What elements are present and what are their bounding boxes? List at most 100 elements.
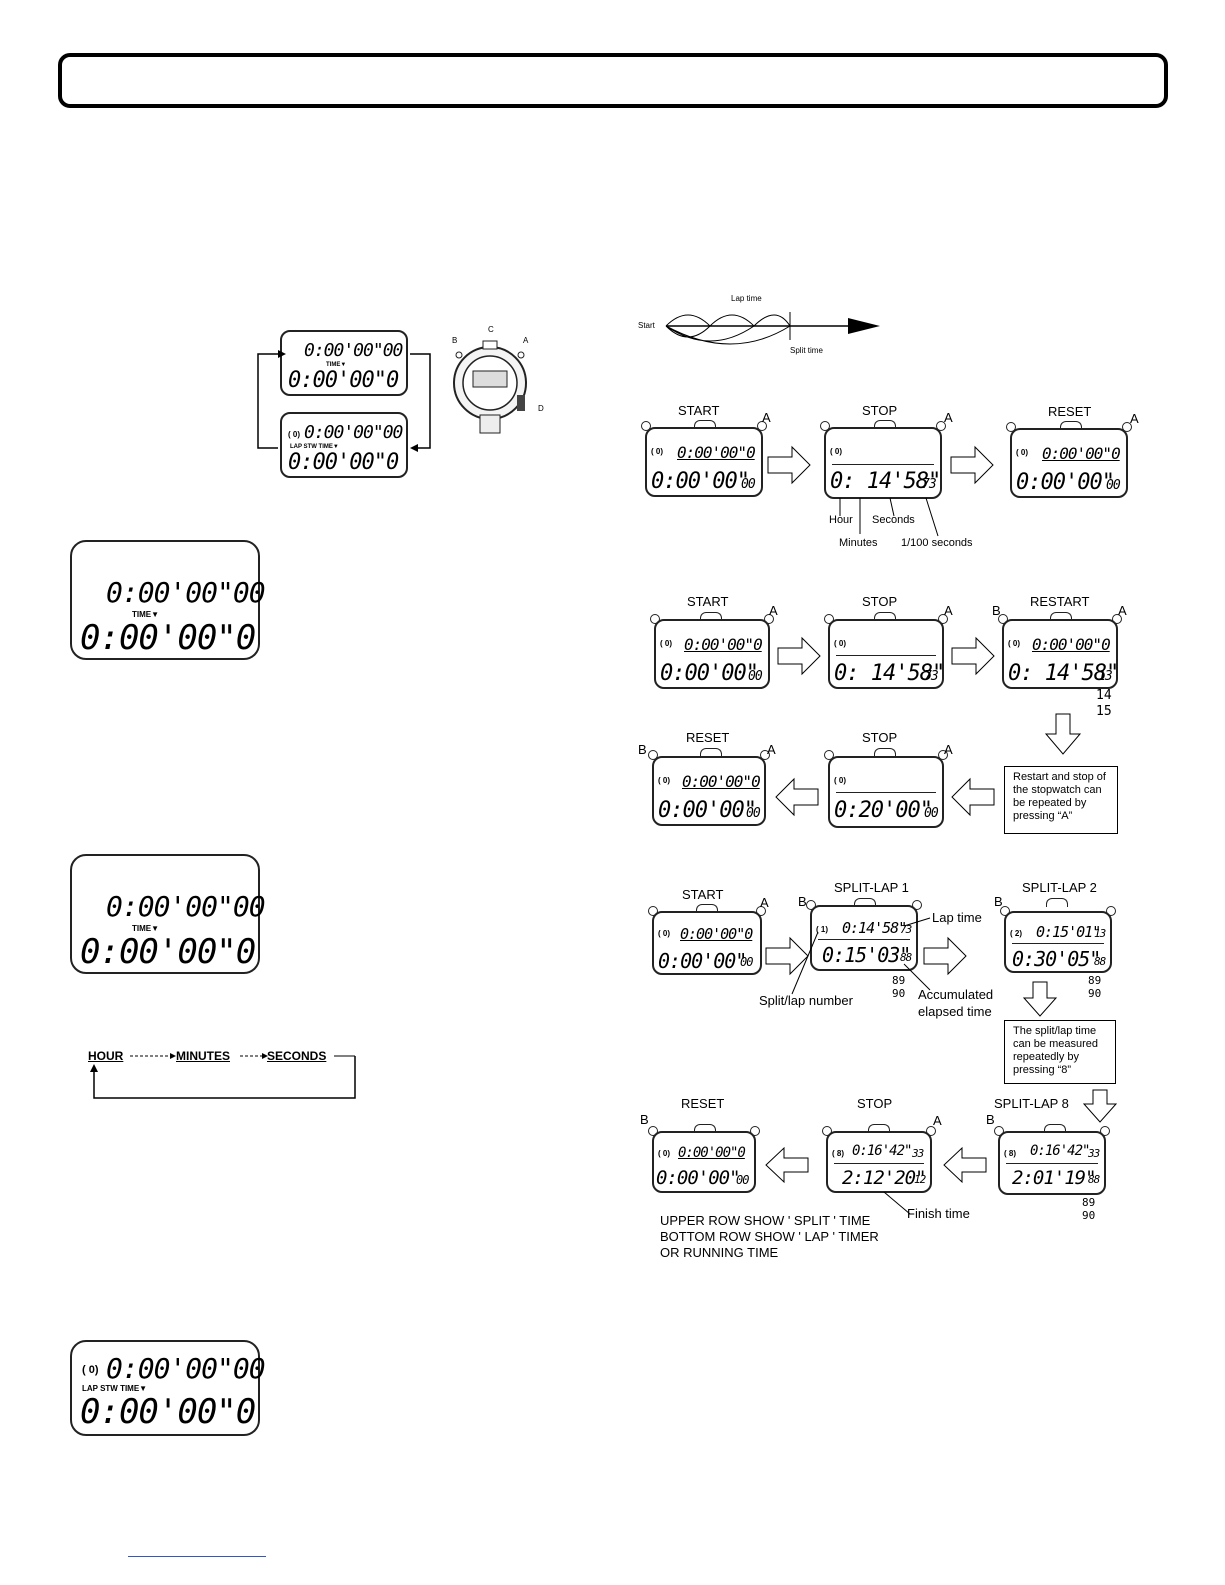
row4-split2-btn-b: B [994,894,1003,909]
lcd-bottom-small: 00 [740,955,753,969]
stop-button-icon [874,420,896,429]
mode-lcd-stw: ( 0) 0:00'00"00 LAP STW TIME▼ 0:00'00"0 [280,412,408,478]
lcd-bottom-reading: 0:00'00"0 [80,618,256,658]
lcd-marker: LAP STW TIME▼ [82,1384,148,1393]
annotation-pointer [883,1191,911,1215]
knob-icon [1122,422,1132,432]
annot-hour: Hour [829,514,853,526]
row1-start-label: START [678,403,720,418]
row3-reset-btn-b: B [638,742,647,757]
knob-icon [764,614,774,624]
row5-reset-lcd: ( 0) 0:00'00"0 0:00'00" 00 [652,1131,756,1193]
lcd-bottom-reading: 0:00'00"0 [288,450,399,475]
lcd-top-reading: 0:00'00"0 [1032,635,1111,654]
lcd-bottom-small: 88 [1094,955,1106,968]
lcd-lap-number: ( 0) [1008,639,1020,648]
lcd-top-small: 33 [1088,1147,1100,1160]
watch-label-d: D [538,404,544,413]
lcd-lap-number: ( 8) [832,1149,844,1158]
lcd-lap-number: ( 1) [816,925,828,934]
stop-button-icon [874,748,896,757]
stop-button-icon [868,1124,890,1133]
knob-icon [1106,906,1116,916]
lcd-divider [1012,943,1104,944]
row2-restart-label: RESTART [1030,594,1090,609]
lcd-bottom-reading: 0:00'00" [658,949,747,973]
lcd-lap-number: ( 0) [1016,448,1028,457]
lcd-bottom-reading: 0:00'00" [656,1167,741,1189]
lcd-top-reading: 0:00'00"0 [680,925,753,943]
row4-start-btn-label: A [760,895,769,910]
row5-reset-label: RESET [681,1096,725,1111]
row4-start-label: START [682,887,724,902]
knob-icon [756,906,766,916]
row2-restart-btn-label: A [1118,603,1127,618]
row5-split8-label: SPLIT-LAP 8 [994,1096,1069,1111]
knob-icon [938,614,948,624]
row5-split8-lcd: ( 8) 0:16'42" 33 2:01'19" 88 [998,1131,1106,1195]
row5-split8-btn-b: B [986,1112,995,1127]
set-hour-label: HOUR [88,1049,124,1063]
row2-start-btn-label: A [769,603,778,618]
lcd-top-reading: 0:16'42" [852,1143,912,1159]
reset-button-icon [694,1124,716,1133]
lcd-bottom-small: 00 [736,1173,749,1187]
lcd-bottom-small: 00 [748,669,763,684]
lcd-bottom-reading: 2:12'20" [842,1167,927,1189]
lcd-bottom-small: 73 [924,669,939,684]
lcd-lap-number: ( 0) [658,929,670,938]
ticker-digit: 14 [1096,688,1112,703]
annot-minutes: Minutes [839,537,878,549]
restart-button-icon [1050,612,1072,621]
lcd-marker: TIME▼ [132,610,160,619]
lcd-bottom-reading: 0:30'05" [1012,947,1101,971]
lcd-bottom-small: 00 [1106,478,1121,493]
footer-link-underline[interactable] [128,1556,266,1557]
lcd-top-reading: 0:00'00"0 [1042,444,1121,463]
lcd-lap-number: ( 0) [660,639,672,648]
split-button-icon [854,898,876,907]
lcd-marker: TIME▼ [326,362,347,368]
stopwatch-icon [453,340,527,434]
ticker-digit: 89 [1082,1196,1096,1209]
row5-stop-btn-label: A [933,1113,942,1128]
lcd-divider [834,1163,924,1164]
lcd-lap-number: ( 2) [1010,929,1022,938]
reset-button-icon [700,748,722,757]
lcd-lap-number: ( 0) [830,447,842,456]
knob-icon [1100,1126,1110,1136]
lcd-bottom-small: 88 [1088,1173,1100,1186]
caption-line: UPPER ROW SHOW ' SPLIT ' TIME [660,1213,871,1228]
ticker-digit: 90 [892,987,906,1000]
row2-stop-btn-label: A [944,603,953,618]
lcd-top-small: 33 [912,1147,924,1160]
knob-icon [760,750,770,760]
caption-line: BOTTOM ROW SHOW ' LAP ' TIMER [660,1229,879,1244]
row3-stop-lcd: ( 0) 0:20'00" 00 [828,756,944,828]
row3-stop-label: STOP [862,730,898,745]
row5-reset-btn-b: B [640,1112,649,1127]
lcd-divider [1006,1163,1098,1164]
annot-hundredths: 1/100 seconds [901,537,973,549]
stop-button-icon [874,612,896,621]
lcd-top-reading: 0:00'00"00 [106,1352,266,1385]
annot-lap-time: Lap time [932,910,982,925]
large-lcd-time-1: 0:00'00"00 TIME▼ 0:00'00"0 [70,540,266,660]
lcd-bottom-reading: 0: 14'58" [1008,661,1119,686]
lcd-bottom-reading: 0:00'00"0 [80,1392,256,1432]
title-box [58,53,1168,108]
lcd-top-small: 73 [900,923,912,936]
lcd-marker: LAP STW TIME▼ [290,444,339,450]
lcd-bottom-small: 00 [924,806,939,821]
lcd-divider [836,655,936,656]
arrow-right-icon [767,445,811,485]
row2-start-lcd: ( 0) 0:00'00"0 0:00'00" 00 [654,619,770,689]
arrow-right-icon [951,636,995,676]
knob-icon [938,750,948,760]
row1-start-btn-label: A [762,410,771,425]
row4-start-lcd: ( 0) 0:00'00"0 0:00'00" 00 [652,911,762,975]
arrow-down-icon [1044,713,1082,755]
annot-accumulated: Accumulated [918,987,994,1002]
arrow-left-icon [765,1146,809,1184]
lcd-bottom-reading: 0:20'00" [834,798,933,823]
